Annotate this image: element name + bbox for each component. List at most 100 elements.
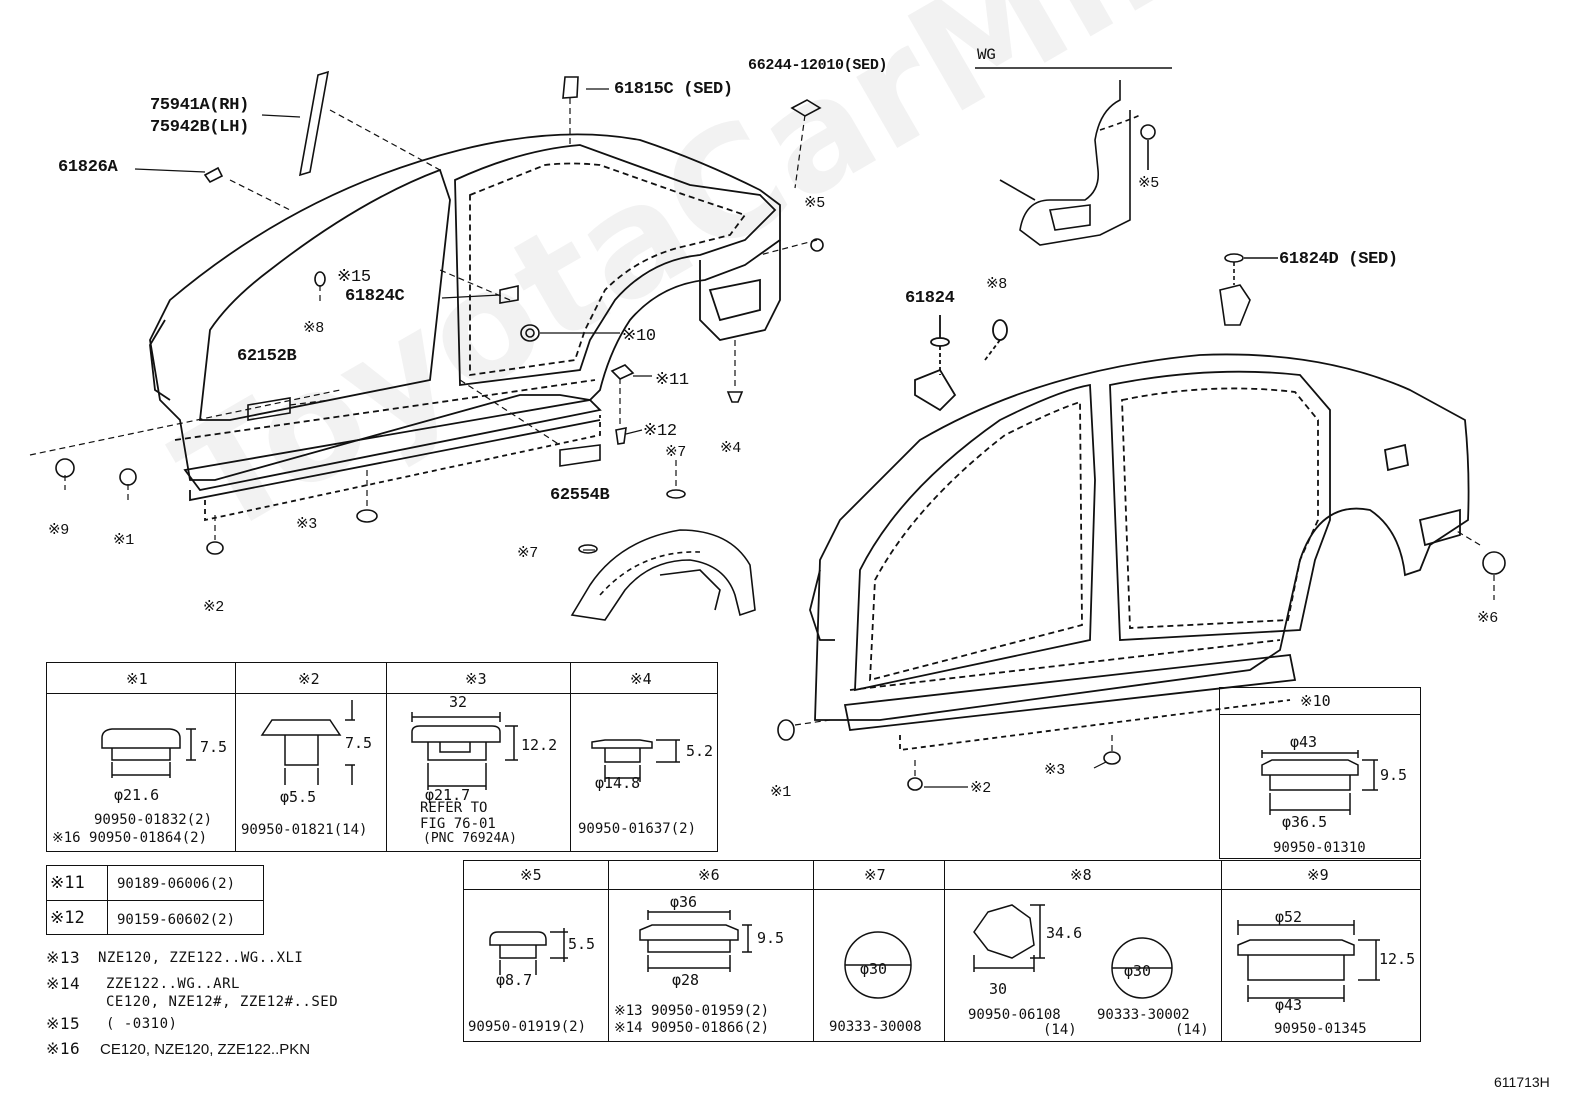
- callout-61815c: 61815C (SED): [614, 80, 733, 99]
- ref-1b: ※1: [770, 784, 791, 801]
- small-table-ref-12: ※12: [50, 908, 85, 928]
- t2-dim-dia: φ5.5: [280, 788, 317, 806]
- fender-liner: [570, 529, 756, 621]
- t3-note-2: FIG 76-01: [420, 816, 496, 832]
- t4-head: ※4: [630, 670, 652, 688]
- ref-5b: ※5: [1138, 175, 1159, 192]
- small-table-ref-11: ※11: [50, 873, 85, 893]
- note-13-text: NZE120, ZZE122..WG..XLI: [98, 950, 304, 966]
- t7-drawing: [844, 931, 912, 999]
- t4-drawing: [591, 739, 680, 782]
- t6-dim-height: 9.5: [757, 929, 785, 947]
- table-10-header-line: [1219, 687, 1421, 715]
- callout-61824c: 61824C: [345, 287, 405, 306]
- note-14-ref: ※14: [46, 974, 81, 993]
- t9-head: ※9: [1307, 866, 1329, 884]
- t4-dim-dia: φ14.8: [595, 774, 641, 792]
- ref-8a: ※8: [303, 320, 324, 337]
- note-16-ref: ※16: [46, 1039, 81, 1058]
- t10-dim-height: 9.5: [1380, 766, 1408, 784]
- t3-dim-height: 12.2: [521, 736, 558, 754]
- dashed-leaders-left: [29, 98, 818, 540]
- t9-drawing: [1237, 920, 1380, 1002]
- ref-2a: ※2: [203, 599, 224, 616]
- t8-dim-hex-w: 30: [989, 980, 1008, 998]
- t1-drawing: [101, 728, 196, 778]
- ref-10: ※10: [622, 327, 656, 346]
- ref-7b: ※7: [517, 545, 538, 562]
- ref-7a: ※7: [665, 444, 686, 461]
- t3-drawing: [411, 712, 518, 790]
- t10-head: ※10: [1300, 692, 1331, 710]
- t8-dim-dia: φ30: [1124, 962, 1152, 980]
- callout-62554b: 62554B: [550, 486, 610, 505]
- ref-2b: ※2: [970, 780, 991, 797]
- small-parts: [55, 70, 824, 555]
- dashed-leaders-right: [794, 529, 1495, 778]
- t9-dim-top: φ52: [1275, 908, 1303, 926]
- t3-head: ※3: [465, 670, 487, 688]
- t9-part-1: 90950-01345: [1274, 1021, 1367, 1037]
- callout-75941a: 75941A(RH): [150, 96, 250, 115]
- ref-8b: ※8: [986, 276, 1007, 293]
- t5-drawing: [489, 928, 568, 975]
- callout-75942b: 75942B(LH): [150, 118, 250, 137]
- t3-note-3: (PNC 76924A): [423, 831, 517, 846]
- note-16-text: CE120, NZE120, ZZE122..PKN: [100, 1041, 311, 1058]
- t6-part-2: ※14 90950-01866(2): [614, 1020, 770, 1036]
- t1-part-2: ※16 90950-01864(2): [52, 830, 208, 846]
- note-14-text: ZZE122..WG..ARL: [106, 976, 240, 992]
- callout-66244: 66244-12010(SED): [748, 57, 888, 74]
- left-side-panel: [149, 133, 781, 522]
- ref-4: ※4: [720, 440, 741, 457]
- t7-head: ※7: [864, 866, 886, 884]
- t1-dim-dia: φ21.6: [114, 786, 160, 804]
- callout-61824d: 61824D (SED): [1279, 250, 1398, 269]
- t10-dim-bottom: φ36.5: [1282, 813, 1328, 831]
- t8-dim-hex-h: 34.6: [1046, 924, 1083, 942]
- t10-drawing: [1261, 750, 1378, 815]
- t5-dim-height: 5.5: [568, 935, 596, 953]
- ref-9: ※9: [48, 522, 69, 539]
- ref-6: ※6: [1477, 610, 1498, 627]
- row2-header-line: [463, 860, 1421, 890]
- note-13-ref: ※13: [46, 948, 81, 967]
- t7-dim-dia: φ30: [860, 960, 888, 978]
- callout-61826a: 61826A: [58, 158, 118, 177]
- leader-lines-left: [134, 88, 652, 551]
- solid-leaders-right: [924, 761, 1107, 788]
- t10-part-1: 90950-01310: [1273, 840, 1366, 856]
- small-table-part-11: 90189-06006(2): [117, 876, 236, 892]
- ref-12: ※12: [643, 422, 677, 441]
- t8-drawing: [973, 904, 1173, 999]
- ref-5a: ※5: [804, 195, 825, 212]
- right-small-parts: [777, 551, 1506, 791]
- t1-head: ※1: [126, 670, 148, 688]
- note-15-text: ( -0310): [106, 1016, 178, 1032]
- ref-3a: ※3: [296, 516, 317, 533]
- t6-dim-top: φ36: [670, 893, 698, 911]
- t2-head: ※2: [298, 670, 320, 688]
- small-table-col: [46, 865, 108, 935]
- t5-head: ※5: [520, 866, 542, 884]
- right-body: [809, 315, 1470, 752]
- ref-15: ※15: [337, 268, 371, 287]
- callout-61824: 61824: [905, 289, 955, 308]
- callout-wg: WG: [977, 46, 996, 64]
- ref-3b: ※3: [1044, 762, 1065, 779]
- note-14-text-2: CE120, NZE12#, ZZE12#..SED: [106, 994, 339, 1010]
- t8-part-1: 90950-06108: [968, 1007, 1061, 1023]
- t8-part-2-qty: (14): [1175, 1022, 1209, 1038]
- t3-dim-dia: φ21.7: [425, 786, 471, 804]
- t9-dim-bottom: φ43: [1275, 996, 1303, 1014]
- t8-head: ※8: [1070, 866, 1092, 884]
- t1-part-1: 90950-01832(2): [94, 812, 213, 828]
- t3-note-1: REFER TO: [420, 800, 488, 816]
- note-15-ref: ※15: [46, 1014, 81, 1033]
- t6-dim-bottom: φ28: [672, 971, 700, 989]
- callout-62152b: 62152B: [237, 347, 297, 366]
- t2-drawing: [260, 700, 355, 785]
- t2-dim-height: 7.5: [345, 734, 373, 752]
- row1-header-line: [46, 662, 718, 694]
